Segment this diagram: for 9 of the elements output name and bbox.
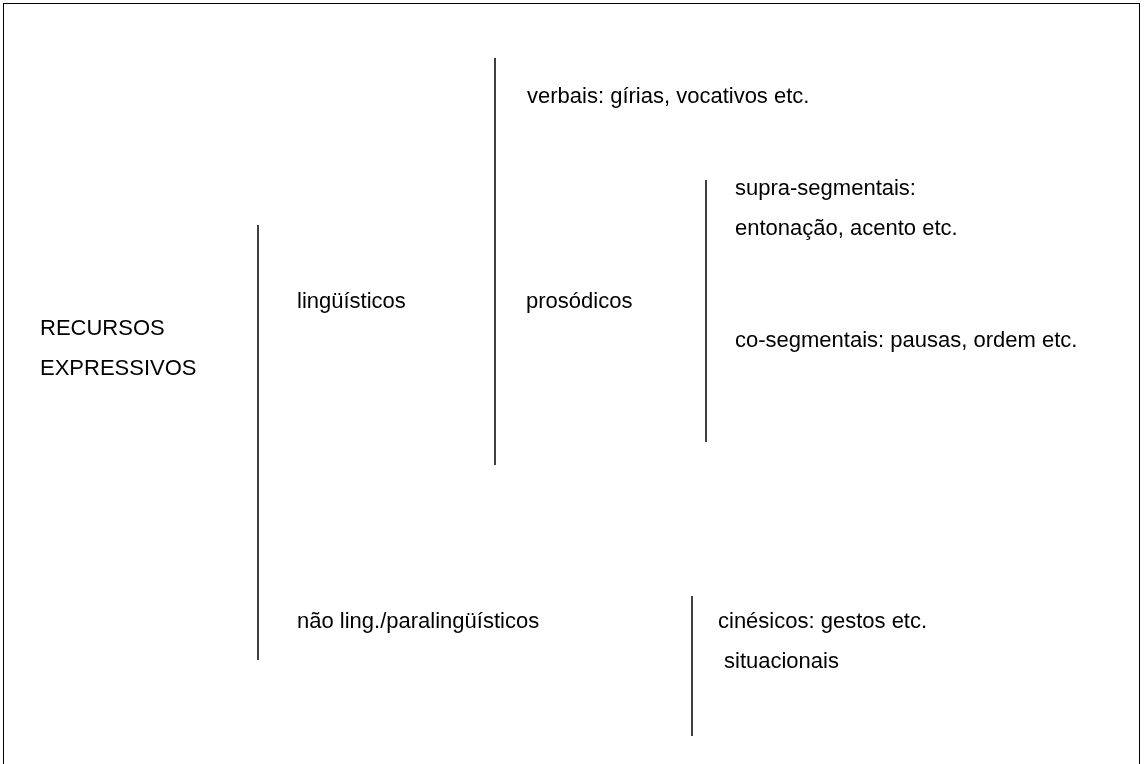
category-label: verbais: gírias, vocativos etc. — [527, 82, 811, 110]
category-label: situacionais — [724, 647, 840, 675]
category-label: co-segmentais: pausas, ordem etc. — [735, 326, 1079, 354]
category-label: prosódicos — [526, 287, 634, 315]
category-label: RECURSOS EXPRESSIVOS — [40, 314, 198, 382]
category-label: lingüísticos — [297, 287, 407, 315]
category-label: cinésicos: gestos etc. — [718, 607, 929, 635]
category-label: supra-segmentais: entonação, acento etc. — [735, 174, 959, 242]
category-label: não ling./paralingüísticos — [297, 607, 541, 635]
